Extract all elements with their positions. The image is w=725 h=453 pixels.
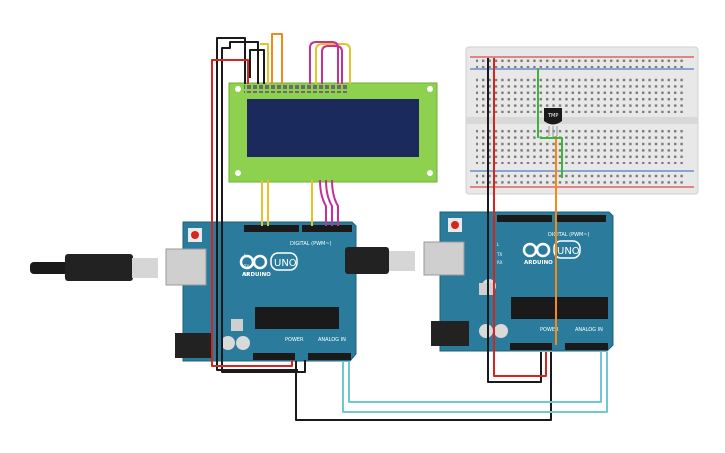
usb-cable-left[interactable]: [30, 254, 158, 281]
digital-label: DIGITAL (PWM~): [548, 232, 590, 238]
wire-yellow[interactable]: [315, 43, 351, 84]
tx-label: TX: [496, 252, 502, 257]
wire-red[interactable]: [493, 58, 547, 377]
wire-orange[interactable]: [271, 33, 283, 84]
digital-label: DIGITAL (PWM~): [290, 241, 332, 247]
wire-black[interactable]: [249, 49, 265, 84]
rx-label: RX: [244, 272, 250, 277]
power-jack[interactable]: [175, 333, 213, 358]
wire-yellow[interactable]: [260, 43, 269, 84]
board-model-label: UNO: [274, 258, 297, 269]
usb-port[interactable]: [165, 248, 207, 286]
usb-cable-right[interactable]: [345, 247, 415, 274]
wire-cyan[interactable]: [342, 352, 608, 413]
l-led-label: L: [244, 253, 247, 258]
lcd-display[interactable]: [228, 82, 438, 183]
wire-black[interactable]: [221, 41, 306, 373]
lcd-pin-header[interactable]: [244, 85, 348, 93]
wire-cyan[interactable]: [348, 352, 602, 403]
arduino-uno-right[interactable]: UNO ARDUINO DIGITAL (PWM~) POWER ANALOG …: [423, 211, 614, 352]
board-model-label: UNO: [557, 246, 580, 257]
arduino-uno-left[interactable]: UNO ARDUINO DIGITAL (PWM~) POWER ANALOG …: [165, 221, 357, 362]
power-label: POWER: [540, 327, 559, 333]
power-label: POWER: [285, 337, 304, 343]
rx-label: RX: [497, 260, 503, 265]
board-brand-label: ARDUINO: [242, 272, 271, 278]
breadboard[interactable]: [465, 46, 699, 195]
lcd-screen: [247, 99, 419, 157]
wire-red[interactable]: [211, 59, 293, 367]
l-led-label: L: [497, 242, 500, 247]
sensor-label: TMP: [547, 113, 558, 119]
arduino-logo: [522, 240, 581, 259]
wire-magenta[interactable]: [331, 179, 339, 226]
arduino-logo: [239, 252, 298, 271]
wire-magenta[interactable]: [321, 45, 343, 84]
microcontroller-chip: [511, 297, 608, 319]
wire-black[interactable]: [487, 58, 542, 383]
tx-label: TX: [243, 264, 249, 269]
wire-magenta[interactable]: [319, 179, 327, 226]
wire-black[interactable]: [295, 352, 552, 421]
wire-green[interactable]: [540, 137, 563, 178]
temperature-sensor[interactable]: TMP: [544, 108, 562, 136]
wire-magenta[interactable]: [325, 179, 333, 226]
analog-label: ANALOG IN: [575, 327, 603, 333]
board-brand-label: ARDUINO: [524, 260, 553, 266]
analog-label: ANALOG IN: [318, 337, 346, 343]
power-jack[interactable]: [431, 321, 469, 346]
usb-port[interactable]: [423, 241, 465, 276]
microcontroller-chip: [255, 307, 339, 329]
